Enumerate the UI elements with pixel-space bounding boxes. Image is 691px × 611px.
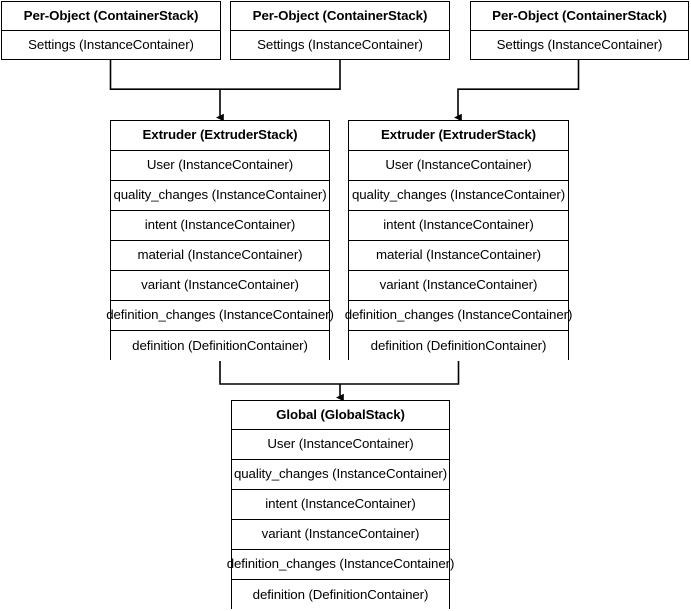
stack-row-variant: variant (InstanceContainer) bbox=[232, 520, 449, 550]
stack-header: Global (GlobalStack) bbox=[232, 401, 449, 430]
stack-row-settings: Settings (InstanceContainer) bbox=[2, 31, 220, 59]
stack-row-settings: Settings (InstanceContainer) bbox=[471, 31, 688, 59]
stack-row-intent: intent (InstanceContainer) bbox=[111, 211, 329, 241]
stack-header: Per-Object (ContainerStack) bbox=[231, 2, 449, 31]
stack-extruder-1[interactable]: Extruder (ExtruderStack) User (InstanceC… bbox=[106, 120, 334, 361]
stack-global[interactable]: Global (GlobalStack) User (InstanceConta… bbox=[227, 400, 454, 610]
stack-row-definition-changes: definition_changes (InstanceContainer) bbox=[106, 301, 334, 331]
stack-row-intent: intent (InstanceContainer) bbox=[232, 490, 449, 520]
wire-extruder2-to-global bbox=[340, 360, 460, 385]
stack-row-quality-changes: quality_changes (InstanceContainer) bbox=[232, 460, 449, 490]
stack-header: Per-Object (ContainerStack) bbox=[471, 2, 688, 31]
stack-row-material: material (InstanceContainer) bbox=[349, 241, 568, 271]
stack-row-definition: definition (DefinitionContainer) bbox=[111, 331, 329, 361]
stack-row-variant: variant (InstanceContainer) bbox=[349, 271, 568, 301]
stack-row-definition: definition (DefinitionContainer) bbox=[349, 331, 568, 361]
stack-header: Extruder (ExtruderStack) bbox=[111, 121, 329, 151]
stack-per-object-3[interactable]: Per-Object (ContainerStack) Settings (In… bbox=[470, 1, 689, 60]
stack-per-object-1[interactable]: Per-Object (ContainerStack) Settings (In… bbox=[1, 1, 221, 60]
stack-header: Extruder (ExtruderStack) bbox=[349, 121, 568, 151]
stack-row-material: material (InstanceContainer) bbox=[111, 241, 329, 271]
wire-extruder1-to-global bbox=[219, 360, 340, 385]
wire-perobject3-to-extruder2 bbox=[454, 60, 580, 122]
stack-row-definition-changes: definition_changes (InstanceContainer) bbox=[345, 301, 572, 331]
stack-row-intent: intent (InstanceContainer) bbox=[349, 211, 568, 241]
stack-row-quality-changes: quality_changes (InstanceContainer) bbox=[349, 181, 568, 211]
stack-extruder-2[interactable]: Extruder (ExtruderStack) User (InstanceC… bbox=[345, 120, 572, 361]
wire-perobject1-to-extruder1 bbox=[109, 60, 220, 90]
stack-row-settings: Settings (InstanceContainer) bbox=[231, 31, 449, 59]
stack-row-user: User (InstanceContainer) bbox=[232, 430, 449, 460]
stack-row-variant: variant (InstanceContainer) bbox=[111, 271, 329, 301]
stack-row-quality-changes: quality_changes (InstanceContainer) bbox=[111, 181, 329, 211]
stack-header: Per-Object (ContainerStack) bbox=[2, 2, 220, 31]
stack-row-definition-changes: definition_changes (InstanceContainer) bbox=[227, 550, 454, 580]
stack-row-user: User (InstanceContainer) bbox=[111, 151, 329, 181]
stack-row-definition: definition (DefinitionContainer) bbox=[232, 580, 449, 610]
stack-per-object-2[interactable]: Per-Object (ContainerStack) Settings (In… bbox=[230, 1, 450, 60]
wire-perobject2-to-extruder1 bbox=[220, 60, 341, 90]
stack-row-user: User (InstanceContainer) bbox=[349, 151, 568, 181]
